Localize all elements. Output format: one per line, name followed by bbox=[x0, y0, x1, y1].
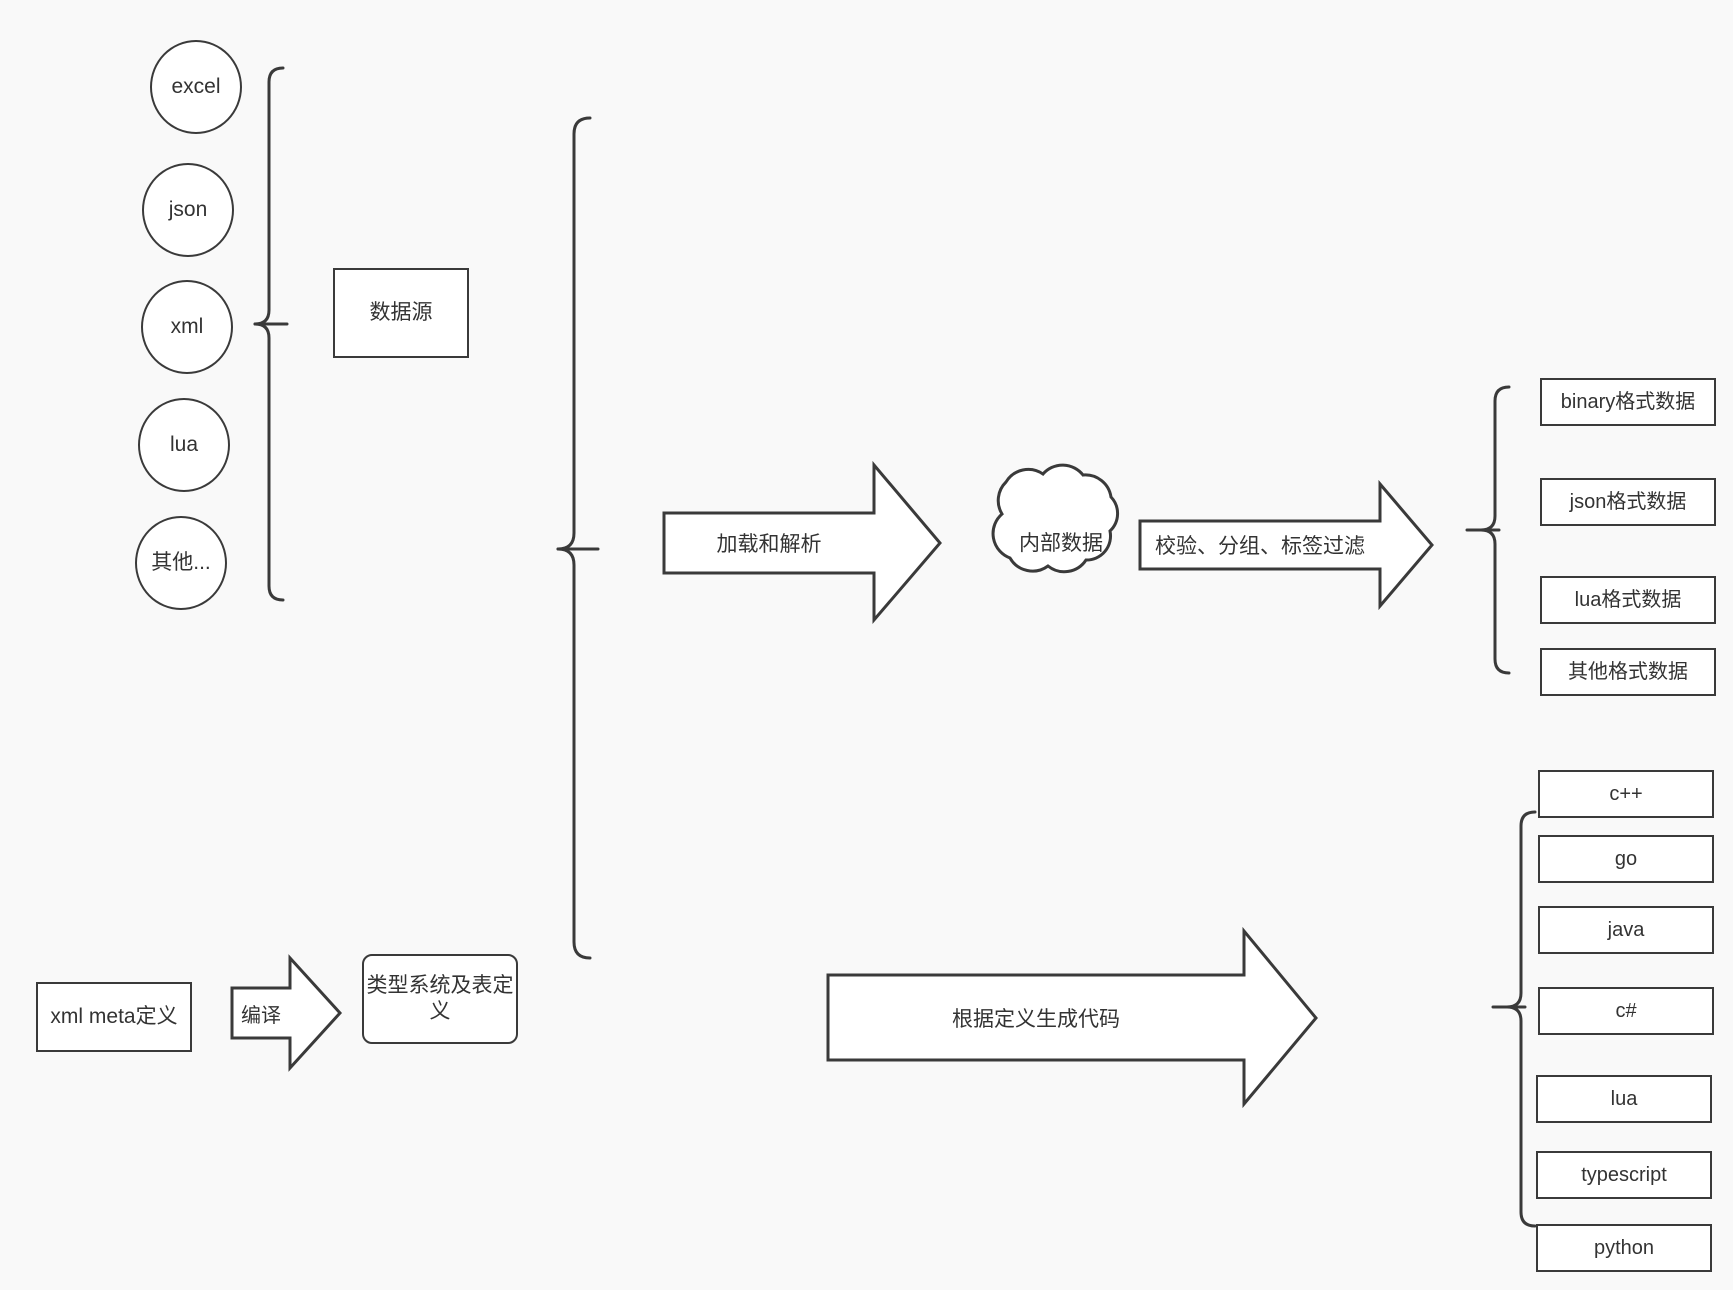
source-node-other[interactable]: 其他... bbox=[135, 516, 227, 610]
xml-meta-definition-label: xml meta定义 bbox=[50, 1004, 178, 1028]
source-node-label: lua bbox=[169, 432, 199, 456]
language-box-lua[interactable]: lua bbox=[1536, 1075, 1712, 1123]
language-box-label: lua bbox=[1610, 1087, 1638, 1110]
language-box-label: c++ bbox=[1609, 782, 1643, 805]
generate-code-arrow bbox=[826, 926, 1318, 1109]
language-box-cpp[interactable]: c++ bbox=[1538, 770, 1714, 818]
validate-group-filter-arrow bbox=[1138, 479, 1434, 611]
languages-brace bbox=[1505, 810, 1537, 1228]
sources-brace bbox=[253, 66, 285, 602]
language-box-csharp[interactable]: c# bbox=[1538, 987, 1714, 1035]
source-node-label: excel bbox=[171, 74, 221, 98]
source-node-label: xml bbox=[170, 314, 204, 338]
source-node-label: json bbox=[168, 197, 208, 221]
type-system-box[interactable]: 类型系统及表定义 bbox=[362, 954, 518, 1044]
output-box-label: binary格式数据 bbox=[1560, 390, 1696, 413]
language-box-typescript[interactable]: typescript bbox=[1536, 1151, 1712, 1199]
output-box-lua[interactable]: lua格式数据 bbox=[1540, 576, 1716, 624]
compile-arrow bbox=[230, 954, 343, 1072]
internal-data-cloud bbox=[991, 463, 1120, 574]
source-node-lua[interactable]: lua bbox=[138, 398, 230, 492]
output-box-label: json格式数据 bbox=[1569, 490, 1687, 513]
language-box-java[interactable]: java bbox=[1538, 906, 1714, 954]
pipeline-brace bbox=[556, 116, 592, 960]
language-box-label: c# bbox=[1615, 999, 1637, 1022]
output-box-other[interactable]: 其他格式数据 bbox=[1540, 648, 1716, 696]
load-parse-arrow bbox=[662, 460, 942, 625]
language-box-label: java bbox=[1607, 918, 1645, 941]
language-box-go[interactable]: go bbox=[1538, 835, 1714, 883]
source-node-excel[interactable]: excel bbox=[150, 40, 242, 134]
source-node-json[interactable]: json bbox=[142, 163, 234, 257]
output-box-binary[interactable]: binary格式数据 bbox=[1540, 378, 1716, 426]
output-box-label: lua格式数据 bbox=[1574, 588, 1682, 611]
source-node-label: 其他... bbox=[151, 550, 211, 574]
data-source-box[interactable]: 数据源 bbox=[333, 268, 469, 358]
output-box-label: 其他格式数据 bbox=[1568, 660, 1688, 683]
language-box-label: python bbox=[1593, 1236, 1655, 1259]
output-box-json[interactable]: json格式数据 bbox=[1540, 478, 1716, 526]
data-source-label: 数据源 bbox=[369, 300, 433, 324]
language-box-label: go bbox=[1614, 847, 1638, 870]
language-box-label: typescript bbox=[1581, 1163, 1667, 1186]
language-box-python[interactable]: python bbox=[1536, 1224, 1712, 1272]
xml-meta-definition-box[interactable]: xml meta定义 bbox=[36, 982, 192, 1052]
type-system-label: 类型系统及表定义 bbox=[366, 973, 514, 1023]
source-node-xml[interactable]: xml bbox=[141, 280, 233, 374]
